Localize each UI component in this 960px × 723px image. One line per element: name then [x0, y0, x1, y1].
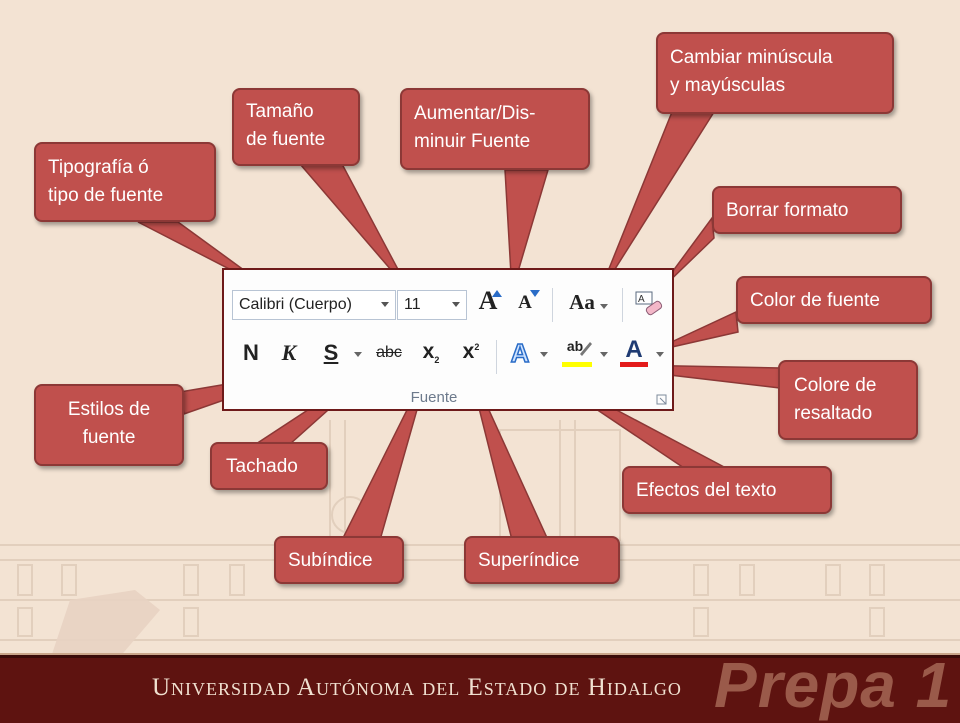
chevron-down-icon: [354, 352, 362, 357]
text-effects-button[interactable]: A: [506, 337, 534, 369]
italic-button[interactable]: K: [276, 340, 302, 366]
chevron-down-icon: [540, 352, 548, 357]
university-name: Universidad Autónoma del Estado de Hidal…: [152, 674, 682, 701]
chevron-down-icon: [381, 302, 389, 307]
bold-icon: N: [243, 340, 259, 365]
chevron-down-icon: [452, 302, 460, 307]
subscript-icon: x: [422, 340, 435, 363]
callout-tachado: Tachado: [210, 442, 328, 490]
grow-font-button[interactable]: A: [474, 286, 502, 316]
callout-line: Tipografía ó: [48, 157, 149, 178]
font-color-button[interactable]: A: [620, 336, 648, 364]
change-case-button[interactable]: Aa: [566, 290, 598, 315]
callout-line: resaltado: [794, 403, 873, 424]
chevron-down-icon: [600, 304, 608, 309]
shrink-font-button[interactable]: A: [514, 292, 536, 314]
up-arrow-icon: [492, 290, 502, 297]
callout-superindice: Superíndice: [464, 536, 620, 584]
chevron-down-icon: [656, 352, 664, 357]
bold-button[interactable]: N: [238, 340, 264, 366]
separator: [496, 340, 497, 374]
callout-subindice: Subíndice: [274, 536, 404, 584]
callout-line: Colore de: [794, 375, 877, 396]
separator: [622, 288, 623, 322]
callout-line: Estilos de: [67, 399, 151, 420]
callout-efectos: Efectos del texto: [622, 466, 832, 514]
callout-line: Aumentar/Dis-: [414, 103, 536, 124]
callout-line: Cambiar minúscula: [670, 47, 833, 68]
text-effects-icon: A: [510, 337, 530, 369]
underline-button[interactable]: S: [318, 340, 344, 366]
callout-line: fuente: [82, 427, 136, 448]
callout-estilos: Estilos de fuente: [34, 384, 184, 466]
font-color-icon: A: [625, 336, 643, 363]
underline-icon: S: [323, 340, 339, 365]
callout-line: Tachado: [226, 456, 298, 477]
highlight-color-bar: [562, 362, 592, 367]
font-group-label: Fuente: [410, 389, 458, 406]
callout-aumentar: Aumentar/Dis- minuir Fuente: [400, 88, 590, 170]
highlight-button[interactable]: ab: [560, 338, 590, 354]
svg-text:A: A: [638, 294, 645, 305]
callout-line: Superíndice: [478, 550, 580, 571]
callout-borrar: Borrar formato: [712, 186, 902, 234]
callout-line: Borrar formato: [726, 200, 849, 221]
callout-tipografia: Tipografía ó tipo de fuente: [34, 142, 216, 222]
callout-line: minuir Fuente: [414, 131, 531, 152]
font-name-value: Calibri (Cuerpo): [239, 296, 352, 313]
callout-color-fuente: Color de fuente: [736, 276, 932, 324]
pen-icon: [580, 342, 592, 356]
font-name-combobox[interactable]: Calibri (Cuerpo): [232, 290, 396, 320]
font-size-combobox[interactable]: 11: [397, 290, 467, 320]
callout-line: Tamaño: [246, 101, 314, 122]
subscript-button[interactable]: x2: [422, 340, 440, 366]
chevron-down-icon: [600, 352, 608, 357]
strikethrough-button[interactable]: abc: [372, 344, 406, 362]
italic-icon: K: [281, 340, 297, 365]
superscript-icon: x: [462, 340, 475, 363]
grow-font-icon: A: [478, 286, 498, 315]
callout-cambiar: Cambiar minúscula y mayúsculas: [656, 32, 894, 114]
highlight-icon: ab: [566, 338, 584, 354]
change-case-icon: Aa: [569, 290, 595, 314]
callout-resaltado: Colore de resaltado: [778, 360, 918, 440]
dialog-launcher-icon[interactable]: [656, 394, 668, 406]
clear-formatting-icon[interactable]: A: [634, 290, 664, 320]
strikethrough-icon: abc: [376, 344, 402, 361]
callout-line: Efectos del texto: [636, 480, 777, 501]
callout-line: Color de fuente: [750, 290, 880, 311]
shrink-font-icon: A: [518, 292, 532, 313]
footer-bar: [0, 655, 960, 723]
callout-line: tipo de fuente: [48, 185, 164, 206]
font-color-bar: [620, 362, 648, 367]
down-arrow-icon: [530, 290, 540, 297]
callout-tamano: Tamaño de fuente: [232, 88, 360, 166]
callout-line: y mayúsculas: [670, 75, 786, 96]
superscript-button[interactable]: x2: [462, 340, 480, 363]
callout-line: Subíndice: [288, 550, 373, 571]
callout-line: de fuente: [246, 129, 326, 150]
separator: [552, 288, 553, 322]
font-size-value: 11: [404, 296, 421, 313]
footer-divider: [0, 653, 960, 655]
pointer-aumentar: [504, 169, 550, 293]
prepa-logo: Prepa 1: [714, 649, 953, 721]
